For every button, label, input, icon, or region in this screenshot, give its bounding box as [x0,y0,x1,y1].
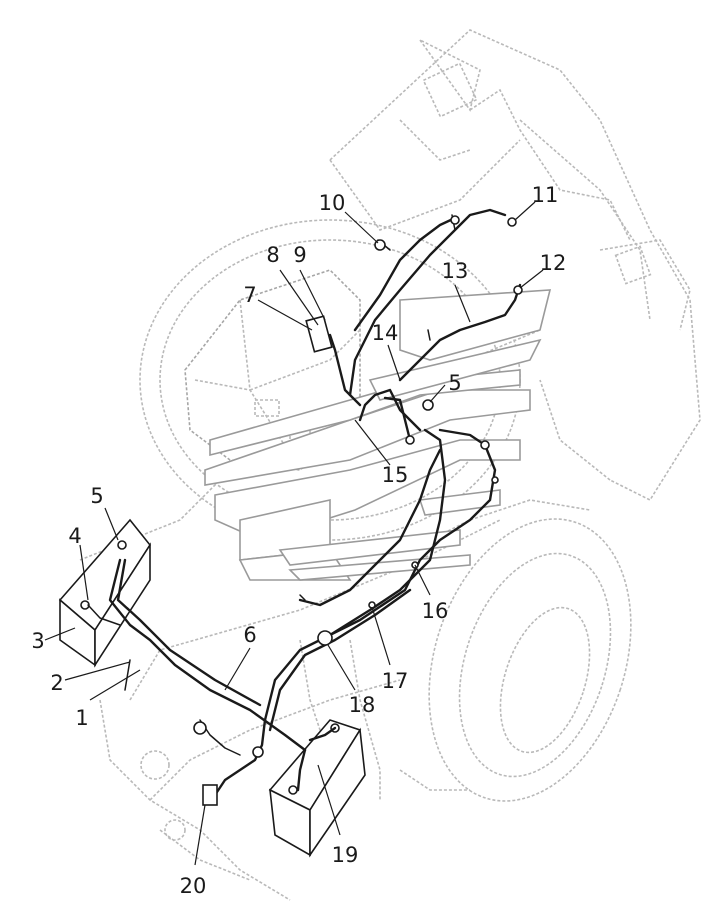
callout-19: 19 [332,843,359,867]
relay-block [305,315,333,353]
callout-5a: 5 [90,484,103,508]
callout-5b: 5 [448,371,461,395]
callout-4: 4 [68,524,81,548]
wiring-harness [87,208,522,797]
callout-labels: 1 2 3 4 5 5 6 7 8 9 10 11 12 13 14 15 16… [31,183,566,898]
callout-11: 11 [532,183,559,207]
callout-13: 13 [442,259,469,283]
callout-10: 10 [319,191,346,215]
engine-housing [184,269,552,581]
callout-12: 12 [540,251,567,275]
callout-17: 17 [382,669,409,693]
callout-9: 9 [293,243,306,267]
connectors [193,215,523,806]
sensor-20 [202,784,218,806]
callout-3: 3 [31,629,44,653]
callout-15: 15 [382,463,409,487]
callout-6: 6 [243,623,256,647]
callout-20: 20 [180,874,207,898]
callout-7: 7 [243,283,256,307]
callout-16: 16 [422,599,449,623]
callout-1: 1 [75,706,88,730]
callout-18: 18 [349,693,376,717]
leader-lines [44,201,544,866]
callout-2: 2 [50,671,63,695]
callout-8: 8 [266,243,279,267]
callout-14: 14 [372,321,399,345]
battery-right [268,719,366,858]
